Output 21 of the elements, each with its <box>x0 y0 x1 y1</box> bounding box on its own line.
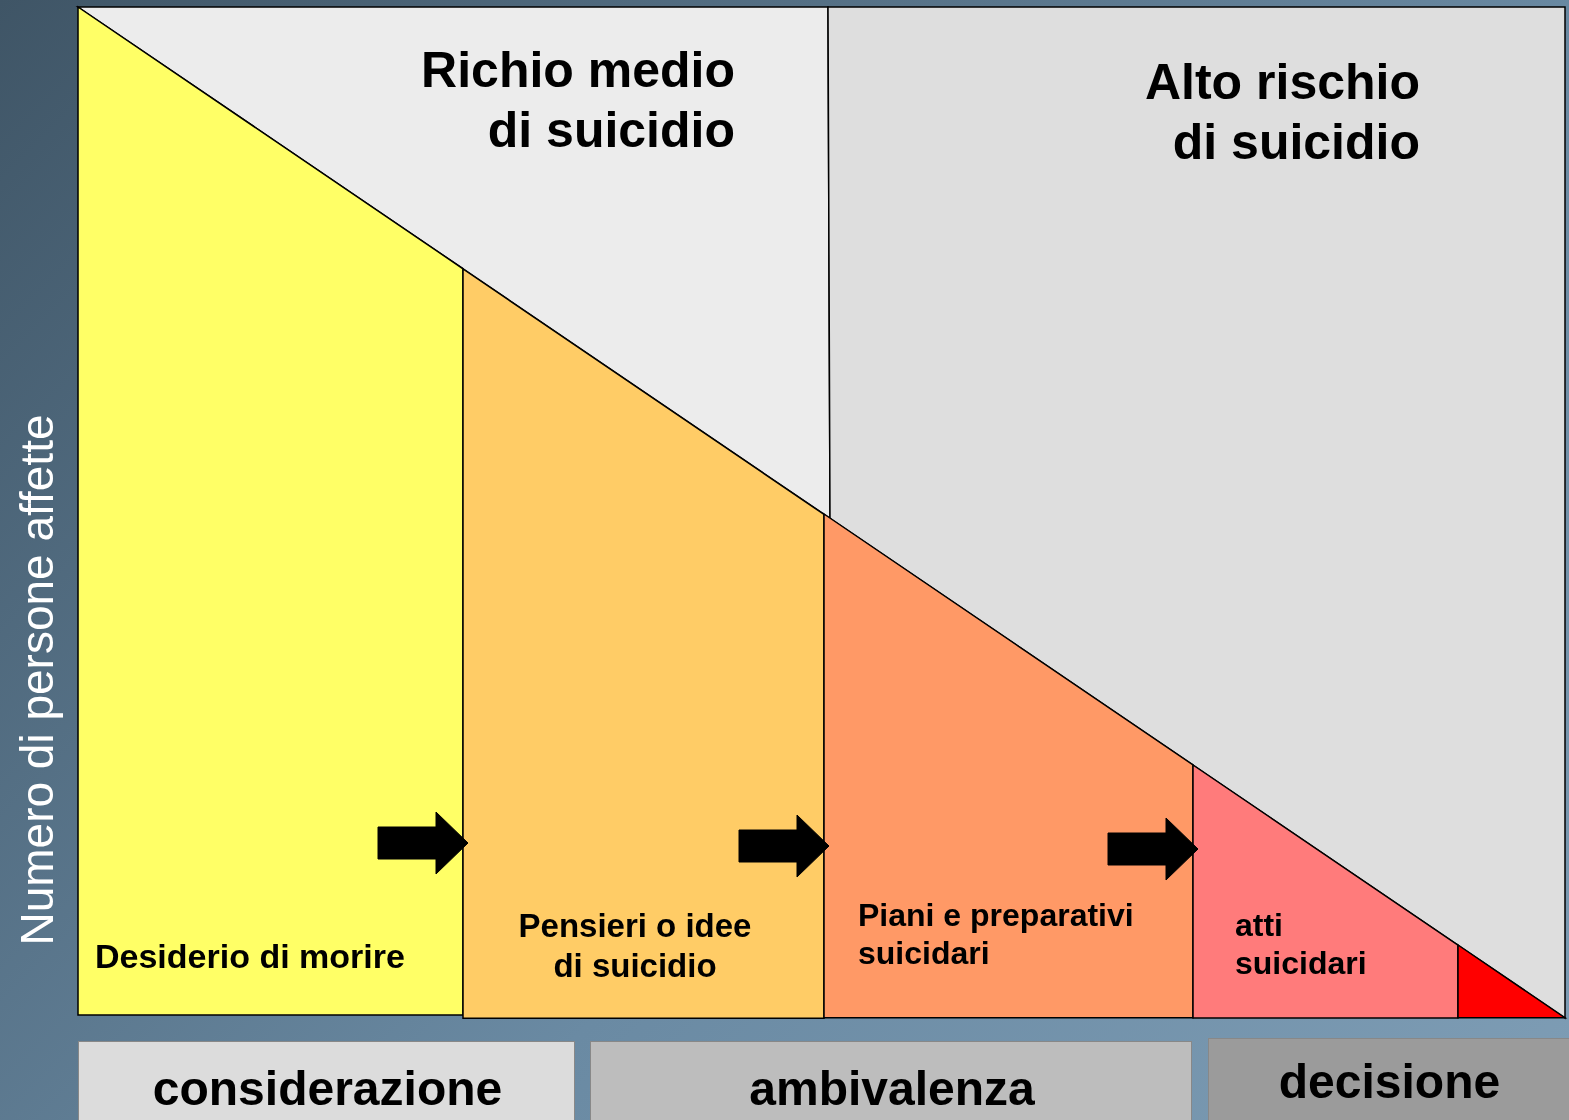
phase-bar <box>1208 1038 1569 1120</box>
phase-label: ambivalenza <box>748 1061 1036 1117</box>
phase-bar <box>78 1041 575 1120</box>
risk-zone <box>78 7 830 519</box>
phase-bar <box>590 1041 1192 1120</box>
block-arrow <box>738 814 830 878</box>
block-arrow <box>1107 817 1199 881</box>
stage-area <box>824 514 1193 1018</box>
stage-area <box>463 268 824 1018</box>
stage-label: atti suicidari <box>1235 906 1368 983</box>
risk-zone <box>828 7 1565 1018</box>
stage-label: Desiderio di morire <box>95 936 406 977</box>
stage-label: Pensieri o idee di suicidio <box>517 906 753 986</box>
zone-title: Alto rischio di suicidio <box>1143 53 1420 172</box>
phase-label: decisione <box>1277 1054 1502 1110</box>
block-arrow <box>377 811 469 875</box>
stage-label: Piani e preparativi suicidari <box>858 896 1135 973</box>
axis-title: Numero di persone affette <box>10 414 64 946</box>
stage-area <box>1193 765 1458 1018</box>
zone-title: Richio medio di suicidio <box>420 41 735 160</box>
phase-label: considerazione <box>151 1061 504 1117</box>
